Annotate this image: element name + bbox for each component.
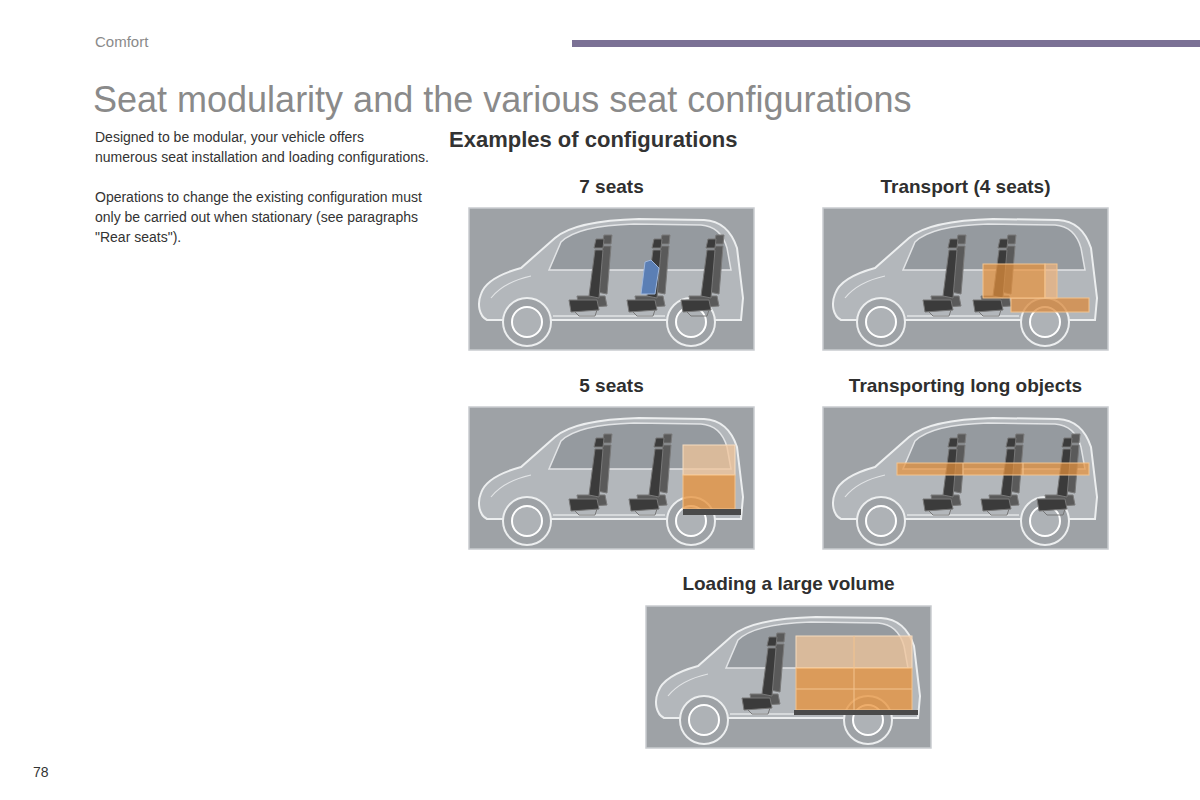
configuration-panel: 5 seats — [469, 371, 754, 549]
body-text: Designed to be modular, your vehicle off… — [95, 127, 430, 167]
body-text: Operations to change the existing config… — [95, 187, 430, 247]
configuration-panel: Transporting long objects — [823, 371, 1108, 549]
subheading: Examples of configurations — [449, 126, 849, 154]
header-bar — [572, 40, 1200, 47]
panel-heading: 7 seats — [579, 172, 643, 202]
car-illustration — [469, 208, 754, 350]
panel-heading: 5 seats — [579, 371, 643, 401]
car-illustration — [469, 407, 754, 549]
panel-heading: Loading a large volume — [682, 569, 894, 599]
page-number: 78 — [33, 763, 93, 781]
panel-heading-row: Transporting long objects — [823, 371, 1108, 401]
panel-heading-row: 5 seats — [469, 371, 754, 401]
section-header: Comfort — [95, 33, 295, 51]
configuration-panel: 7 seats — [469, 172, 754, 350]
panel-heading: Transporting long objects — [849, 371, 1082, 401]
car-illustration — [646, 606, 931, 748]
car-illustration — [823, 407, 1108, 549]
configuration-panel: Transport (4 seats) — [823, 172, 1108, 350]
panel-heading: Transport (4 seats) — [881, 172, 1051, 202]
panel-heading-row: Transport (4 seats) — [823, 172, 1108, 202]
car-illustration — [823, 208, 1108, 350]
panel-heading-row: Loading a large volume — [646, 569, 931, 599]
panel-heading-row: 7 seats — [469, 172, 754, 202]
page-title: Seat modularity and the various seat con… — [93, 78, 911, 122]
configuration-panel: Loading a large volume — [646, 569, 931, 748]
